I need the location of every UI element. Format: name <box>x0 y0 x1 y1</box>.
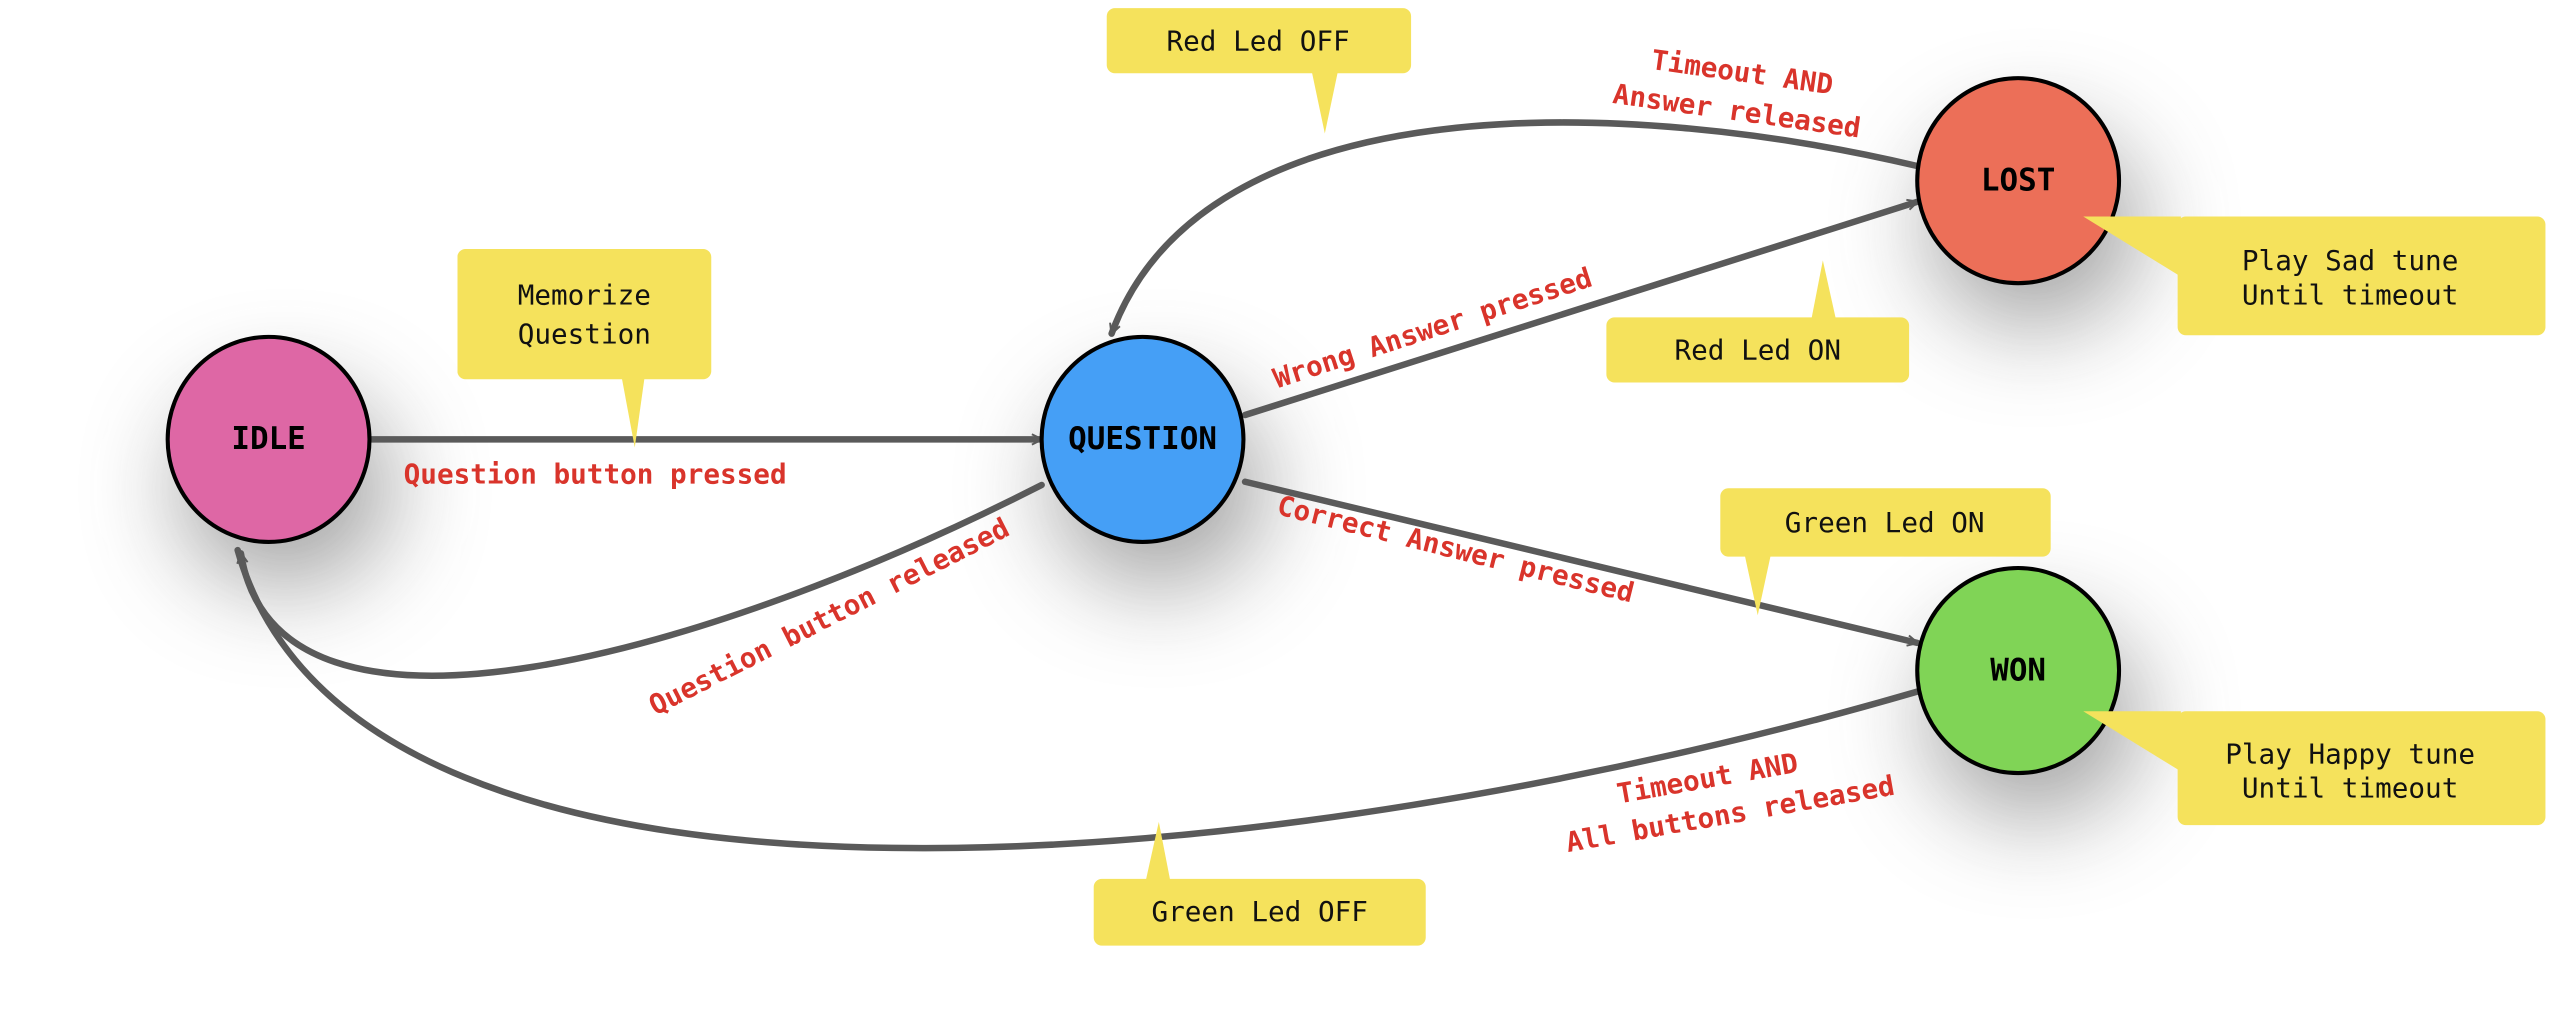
svg-text:Until timeout: Until timeout <box>2242 771 2458 804</box>
edge-question-to-won <box>1241 478 1921 643</box>
state-lost-label: LOST <box>1981 162 2055 198</box>
note-memorize-question: Memorize Question <box>457 249 712 448</box>
svg-text:Red Led ON: Red Led ON <box>1674 334 1841 367</box>
label-idle-to-question: Question button pressed <box>404 457 787 490</box>
state-idle[interactable]: IDLE <box>165 334 372 544</box>
svg-text:Green Led ON: Green Led ON <box>1785 506 1985 539</box>
svg-text:Red Led OFF: Red Led OFF <box>1167 24 1350 57</box>
svg-text:Green Led OFF: Green Led OFF <box>1151 895 1367 928</box>
note-red-led-off: Red Led OFF <box>1106 8 1412 134</box>
state-question-label: QUESTION <box>1068 421 1217 457</box>
state-lost[interactable]: LOST <box>1915 76 2122 286</box>
state-won-label: WON <box>1990 652 2046 688</box>
edge-question-to-idle <box>241 481 1045 679</box>
state-won[interactable]: WON <box>1915 565 2122 776</box>
note-green-led-on: Green Led ON <box>1720 488 2051 616</box>
state-idle-label: IDLE <box>231 421 305 457</box>
svg-text:Play Happy tune: Play Happy tune <box>2225 737 2475 770</box>
note-play-happy-tune: Play Happy tune Until timeout <box>2083 711 2546 826</box>
label-question-to-lost: Wrong Answer pressed <box>1269 261 1596 395</box>
svg-text:Until timeout: Until timeout <box>2242 278 2458 311</box>
note-green-led-off: Green Led OFF <box>1093 821 1426 946</box>
edge-question-to-lost <box>1241 198 1921 419</box>
svg-text:Play Sad tune: Play Sad tune <box>2242 244 2458 277</box>
note-play-sad-tune: Play Sad tune Until timeout <box>2083 216 2546 336</box>
svg-text:Question: Question <box>518 317 651 350</box>
label-question-to-idle: Question button released <box>643 511 1014 722</box>
state-question[interactable]: QUESTION <box>1039 334 1246 544</box>
note-red-led-on: Red Led ON <box>1606 260 1910 383</box>
edge-lost-to-question <box>1108 119 1921 337</box>
svg-text:Memorize: Memorize <box>518 278 651 311</box>
label-question-to-won: Correct Answer pressed <box>1274 489 1637 610</box>
edge-won-to-idle <box>234 546 1921 852</box>
